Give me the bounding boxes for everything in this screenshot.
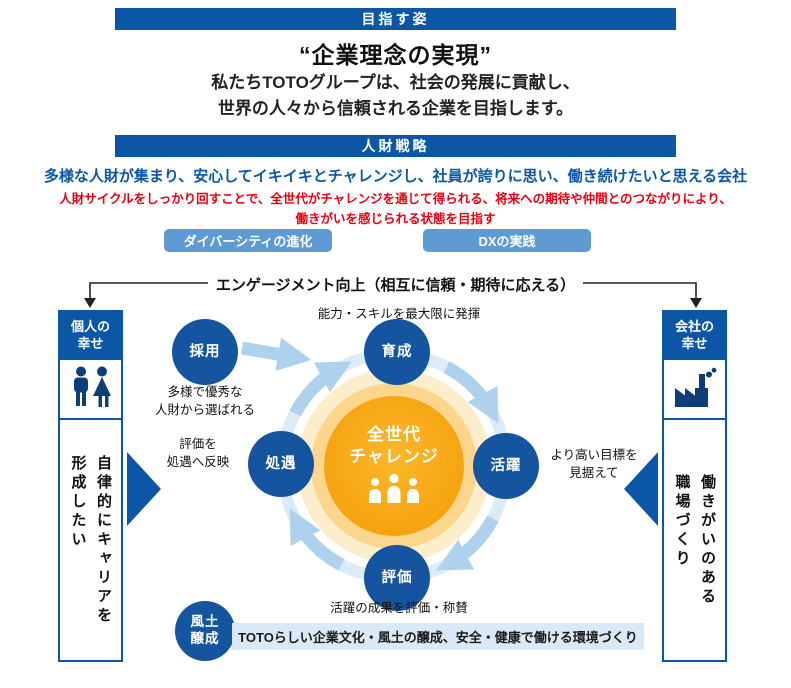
strategy-lead: 多様な人財が集まり、安心してイキイキとチャレンジし、社員が誇りに思い、働き続けた…: [43, 168, 748, 185]
strategy-banner: 人財戦略: [115, 135, 676, 157]
cycle-arrows: [240, 337, 499, 571]
strategy-sub: 人財サイクルをしっかり回すことで、全世代がチャレンジを通じて得られる、将来への期…: [59, 192, 732, 226]
cycle-node-katsuyaku: 活躍: [473, 433, 539, 499]
cycle-node-fudojosei: 風土 醸成: [175, 601, 235, 661]
pill-diversity: ダイバーシティの進化: [164, 229, 332, 252]
individual-happiness-title: 個人の 幸せ: [60, 312, 121, 360]
vision-title: “企業理念の実現”: [299, 42, 492, 68]
engagement-arrow-left: [84, 298, 96, 308]
individual-happiness-text: 自律的にキャリアを 形成したい: [69, 454, 113, 626]
note-katsuyaku: より高い目標を 見据えて: [550, 448, 638, 480]
company-happiness-box: 会社の 幸せ 働きがいのある 職場づくり: [662, 310, 727, 662]
note-shogu: 評価を 処遇へ反映: [166, 437, 230, 469]
arrow-individual-to-cycle: [127, 452, 161, 526]
note-ikusei: 能力・スキルを最大限に発揮: [317, 307, 481, 321]
cycle-center-label: 全世代 チャレンジ: [349, 424, 439, 466]
note-saiyo: 多様で優秀な 人財から選ばれる: [154, 385, 255, 417]
cycle-node-saiyo: 採用: [172, 319, 238, 385]
company-happiness-title: 会社の 幸せ: [664, 312, 725, 360]
vision-body: 私たちTOTOグループは、社会の発展に貢献し、 世界の人々から信頼される企業を目…: [211, 73, 580, 118]
factory-icon: [672, 367, 718, 412]
arrow-company-to-cycle: [624, 452, 658, 526]
engagement-arrow-right: [690, 298, 702, 308]
engagement-connector: [89, 282, 697, 300]
cycle-node-hyoka: 評価: [364, 545, 430, 611]
goal-banner: 目指す姿: [115, 8, 676, 30]
cycle-node-shogu: 処遇: [248, 431, 314, 497]
people-icon: [68, 366, 114, 413]
company-happiness-text: 働きがいのある 職場づくり: [673, 473, 717, 607]
pill-dx: DXの実践: [423, 229, 591, 252]
cycle-node-ikusei: 育成: [364, 319, 430, 385]
people-group-icon: [363, 473, 425, 508]
engagement-label: エンゲージメント向上（相互に信頼・期待に応える）: [215, 277, 576, 294]
cycle-center: 全世代 チャレンジ: [324, 396, 464, 536]
individual-happiness-box: 個人の 幸せ 自律的にキャリアを 形成したい: [58, 310, 123, 662]
culture-banner: TOTOらしい企業文化・風土の醸成、安全・健康で働ける環境づくり: [232, 623, 644, 650]
note-hyoka: 活躍の成果を評価・称賛: [330, 601, 468, 615]
